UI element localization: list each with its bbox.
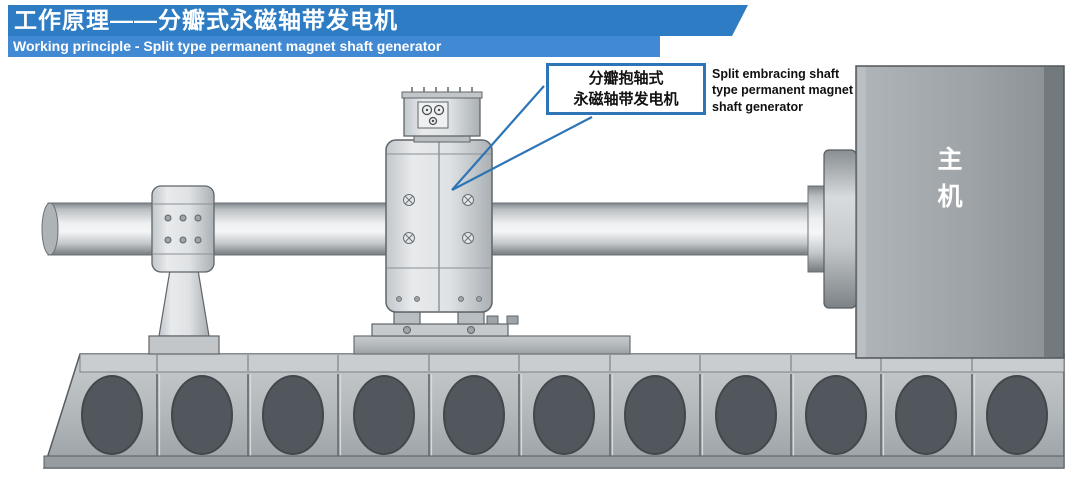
callout-line-1: 分瓣抱轴式 bbox=[588, 70, 664, 87]
generator-body bbox=[385, 139, 493, 313]
generator-mount bbox=[353, 311, 631, 355]
annotation-line-1: Split embracing shaft bbox=[712, 67, 840, 81]
engine-bed bbox=[42, 353, 1065, 469]
bed-panel-ribs bbox=[156, 374, 976, 456]
coupling-flange bbox=[807, 149, 857, 309]
callout-leader-lines bbox=[451, 85, 593, 191]
page-title: 工作原理——分瓣式永磁轴带发电机 bbox=[14, 7, 398, 33]
cable-gland-dots bbox=[425, 108, 441, 123]
callout-line-2: 永磁轴带发电机 bbox=[573, 91, 679, 108]
generator-callout-label: 分瓣抱轴式 永磁轴带发电机 bbox=[546, 63, 706, 115]
annotation-line-2: type permanent magnet bbox=[712, 83, 854, 98]
terminal-box bbox=[401, 87, 483, 143]
title-banner: 工作原理——分瓣式永磁轴带发电机 bbox=[8, 5, 748, 36]
shaft-bearing bbox=[148, 185, 220, 355]
main-engine-block bbox=[855, 65, 1065, 359]
lightening-holes bbox=[81, 375, 1048, 455]
subtitle-banner: Working principle - Split type permanent… bbox=[8, 36, 660, 57]
cable-gland-symbols bbox=[421, 104, 445, 126]
page-subtitle: Working principle - Split type permanent… bbox=[13, 38, 442, 54]
main-engine-label: 主机 bbox=[934, 146, 962, 220]
generator-flange-bolts bbox=[396, 296, 482, 302]
annotation-line-3: shaft generator bbox=[712, 99, 803, 114]
terminal-box-ticks bbox=[411, 87, 473, 92]
bearing-bolts bbox=[164, 214, 202, 244]
generator-annotation-en: Split embracing shaft type permanent mag… bbox=[712, 66, 887, 115]
